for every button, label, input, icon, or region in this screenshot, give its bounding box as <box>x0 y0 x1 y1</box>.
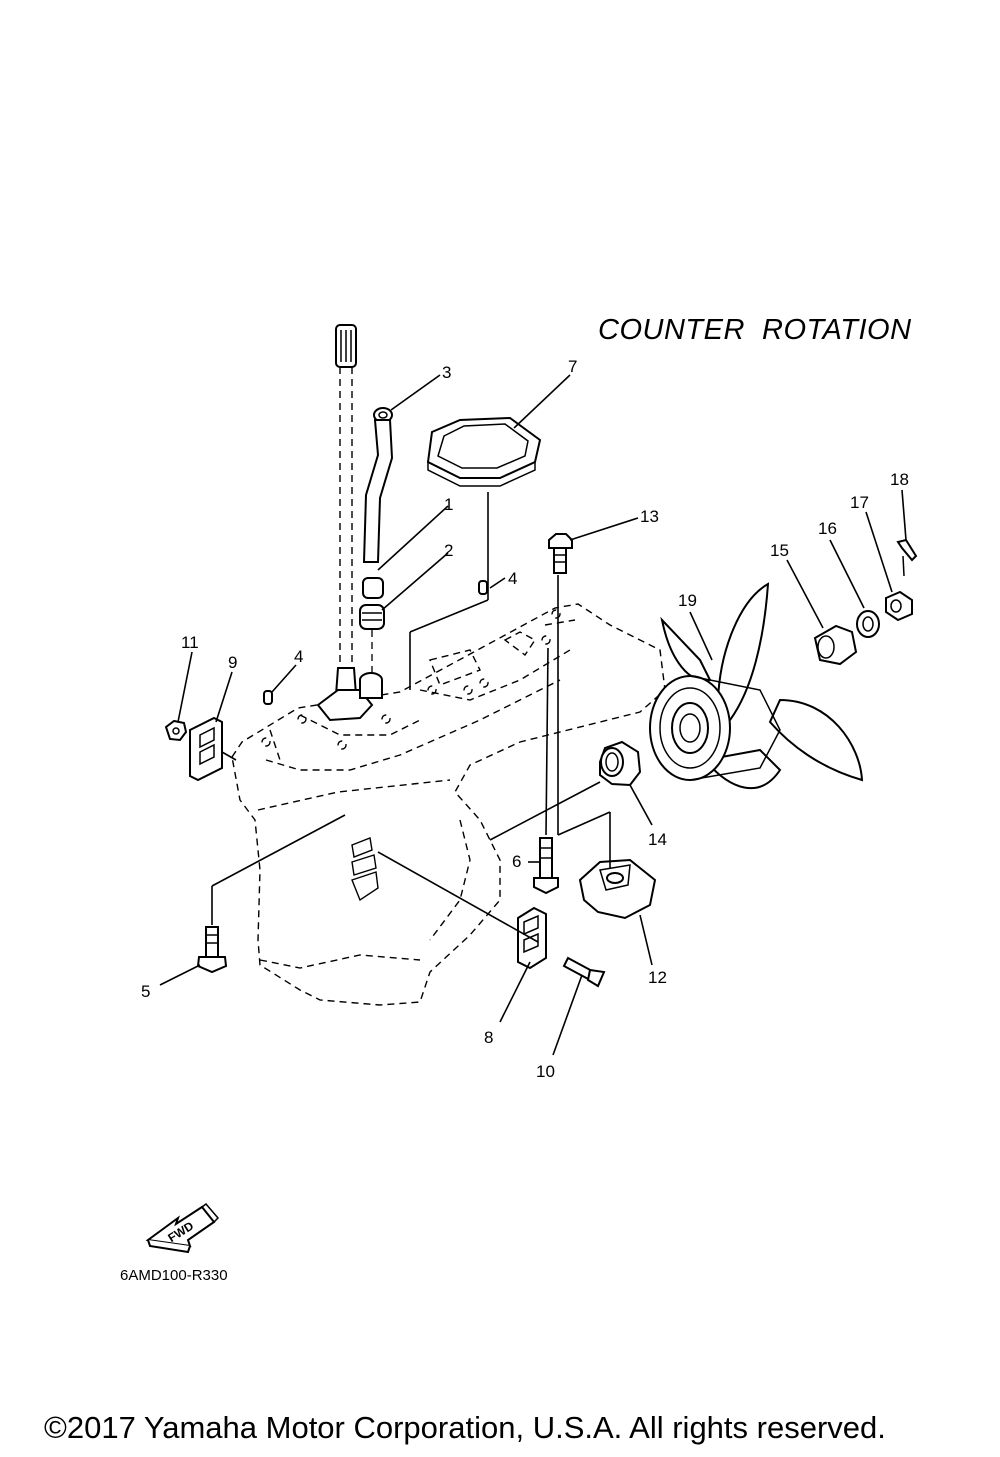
callout-4: 4 <box>508 569 517 588</box>
part-9-anode <box>189 716 223 782</box>
part-18-cotter-pin <box>896 538 918 577</box>
callout-9: 9 <box>228 653 237 672</box>
drive-shaft <box>316 324 374 722</box>
callout-18: 18 <box>890 470 909 489</box>
part-16-washer <box>856 610 880 638</box>
part-15-spacer <box>813 624 858 666</box>
part-19-propeller <box>649 582 864 789</box>
callout-6: 6 <box>512 852 521 871</box>
part-4-dowel-pin <box>263 690 273 705</box>
callouts: 3 7 1 2 4 4 11 9 13 19 15 16 17 18 14 6 … <box>141 357 909 1081</box>
part-5-bolt <box>196 926 228 974</box>
callout-14: 14 <box>648 830 667 849</box>
part-10-bolt <box>562 956 606 988</box>
callout-12: 12 <box>648 968 667 987</box>
callout-1: 1 <box>444 495 453 514</box>
part-14-washer <box>599 740 642 787</box>
callout-2: 2 <box>444 541 453 560</box>
copyright-notice: ©2017 Yamaha Motor Corporation, U.S.A. A… <box>44 1410 886 1445</box>
callout-10: 10 <box>536 1062 555 1081</box>
fwd-arrow-icon: FWD <box>145 1202 220 1254</box>
callout-17: 17 <box>850 493 869 512</box>
part-11-nut <box>164 719 188 742</box>
reference-code: 6AMD100-R330 <box>120 1267 228 1284</box>
page-title: COUNTER ROTATION <box>598 314 912 346</box>
lower-casing <box>231 603 666 1006</box>
part-6-bolt <box>533 837 559 895</box>
callout-13: 13 <box>640 507 659 526</box>
part-3-water-tube <box>362 407 394 563</box>
callout-19: 19 <box>678 591 697 610</box>
part-12-trim-tab <box>578 858 657 920</box>
callout-4-b: 4 <box>294 647 303 666</box>
callout-8: 8 <box>484 1028 493 1047</box>
part-17-nut <box>885 590 913 622</box>
part-1-grommet <box>362 577 384 599</box>
callout-3: 3 <box>442 363 451 382</box>
leader-lines <box>159 374 907 1056</box>
part-13-bolt <box>548 533 573 574</box>
part-4-dowel-pin <box>478 580 488 595</box>
part-2-seal <box>359 604 385 699</box>
callout-5: 5 <box>141 982 150 1001</box>
callout-16: 16 <box>818 519 837 538</box>
callout-7: 7 <box>568 357 577 376</box>
callout-15: 15 <box>770 541 789 560</box>
callout-11: 11 <box>181 633 199 652</box>
part-7-gasket <box>426 416 542 487</box>
